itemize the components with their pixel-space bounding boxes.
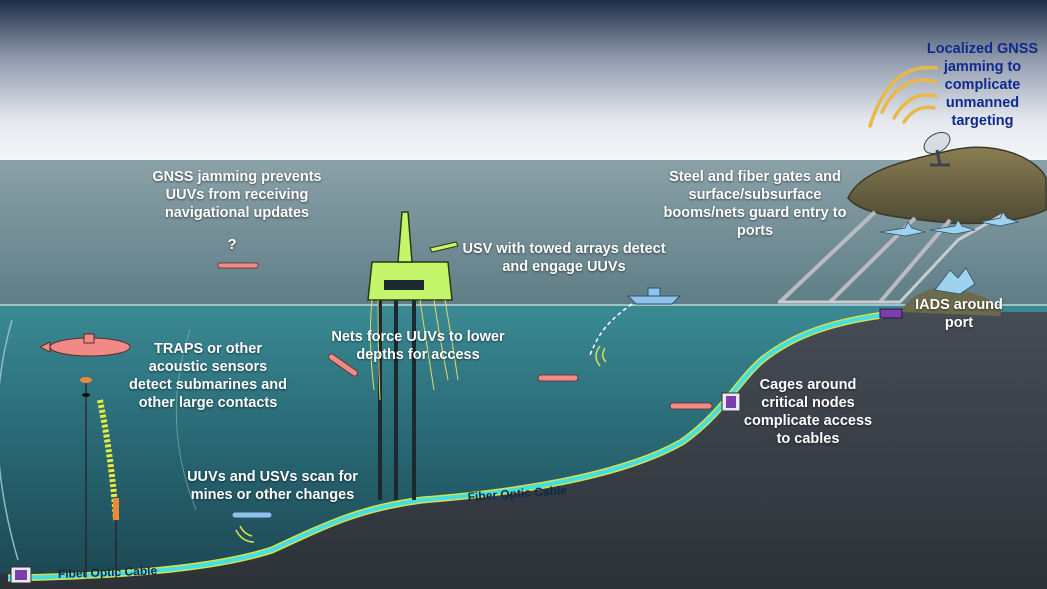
uuvs-scan-label: UUVs and USVs scan for mines or other ch… <box>187 469 358 503</box>
uuv-mid-icon <box>537 374 579 382</box>
sky <box>0 0 1047 160</box>
jamming-signal-icon <box>868 65 938 128</box>
towed-array-sonar-icon <box>595 345 607 367</box>
sonar-buoy-icon <box>80 377 119 578</box>
iads-label: IADS around port <box>915 297 1003 331</box>
towed-array-cable <box>589 303 633 356</box>
sonar-arc-mid <box>175 329 197 511</box>
traps-label: TRAPS or other acoustic sensors detect s… <box>129 341 287 411</box>
gnss-prevents-label: GNSS jamming prevents UUVs from receivin… <box>152 169 322 221</box>
port-barrier <box>778 213 1003 304</box>
question-mark-label: ? <box>227 237 237 253</box>
iads-site-icon <box>879 308 903 319</box>
uuv-angled-icon <box>328 353 358 377</box>
shore-rock <box>900 287 1001 316</box>
steel-gates-label: Steel and fiber gates and surface/subsur… <box>663 169 847 239</box>
usv-towed-label: USV with towed arrays detect and engage … <box>462 241 666 275</box>
fiber-cable-label-left: Fiber Optic Cable <box>58 564 158 581</box>
scan-uuv-icon <box>231 511 273 519</box>
sonar-arc-left <box>0 319 19 561</box>
satellite-dish-icon <box>923 132 951 167</box>
usv-icon <box>626 287 682 305</box>
submarine-icon <box>38 333 131 357</box>
fiber-optic-cable <box>7 311 901 580</box>
cage-icon <box>10 392 741 584</box>
uuv-cage-icon <box>669 402 713 410</box>
seabed <box>0 312 1047 589</box>
fiber-cable-label-mid: Fiber Optic Cable <box>467 483 567 504</box>
localized-gnss-label: Localized GNSS jamming to complicate unm… <box>926 41 1039 129</box>
island <box>847 146 1047 225</box>
cages-label: Cages around critical nodes complicate a… <box>743 377 873 447</box>
uuv-icons <box>217 262 713 410</box>
port-submarine-icons <box>879 211 1020 295</box>
oil-platform-icon <box>367 211 459 500</box>
uuv-surface-icon <box>217 262 259 269</box>
nets-force-label: Nets force UUVs to lower depths for acce… <box>331 329 505 363</box>
sonar-wave-icon <box>235 525 255 543</box>
